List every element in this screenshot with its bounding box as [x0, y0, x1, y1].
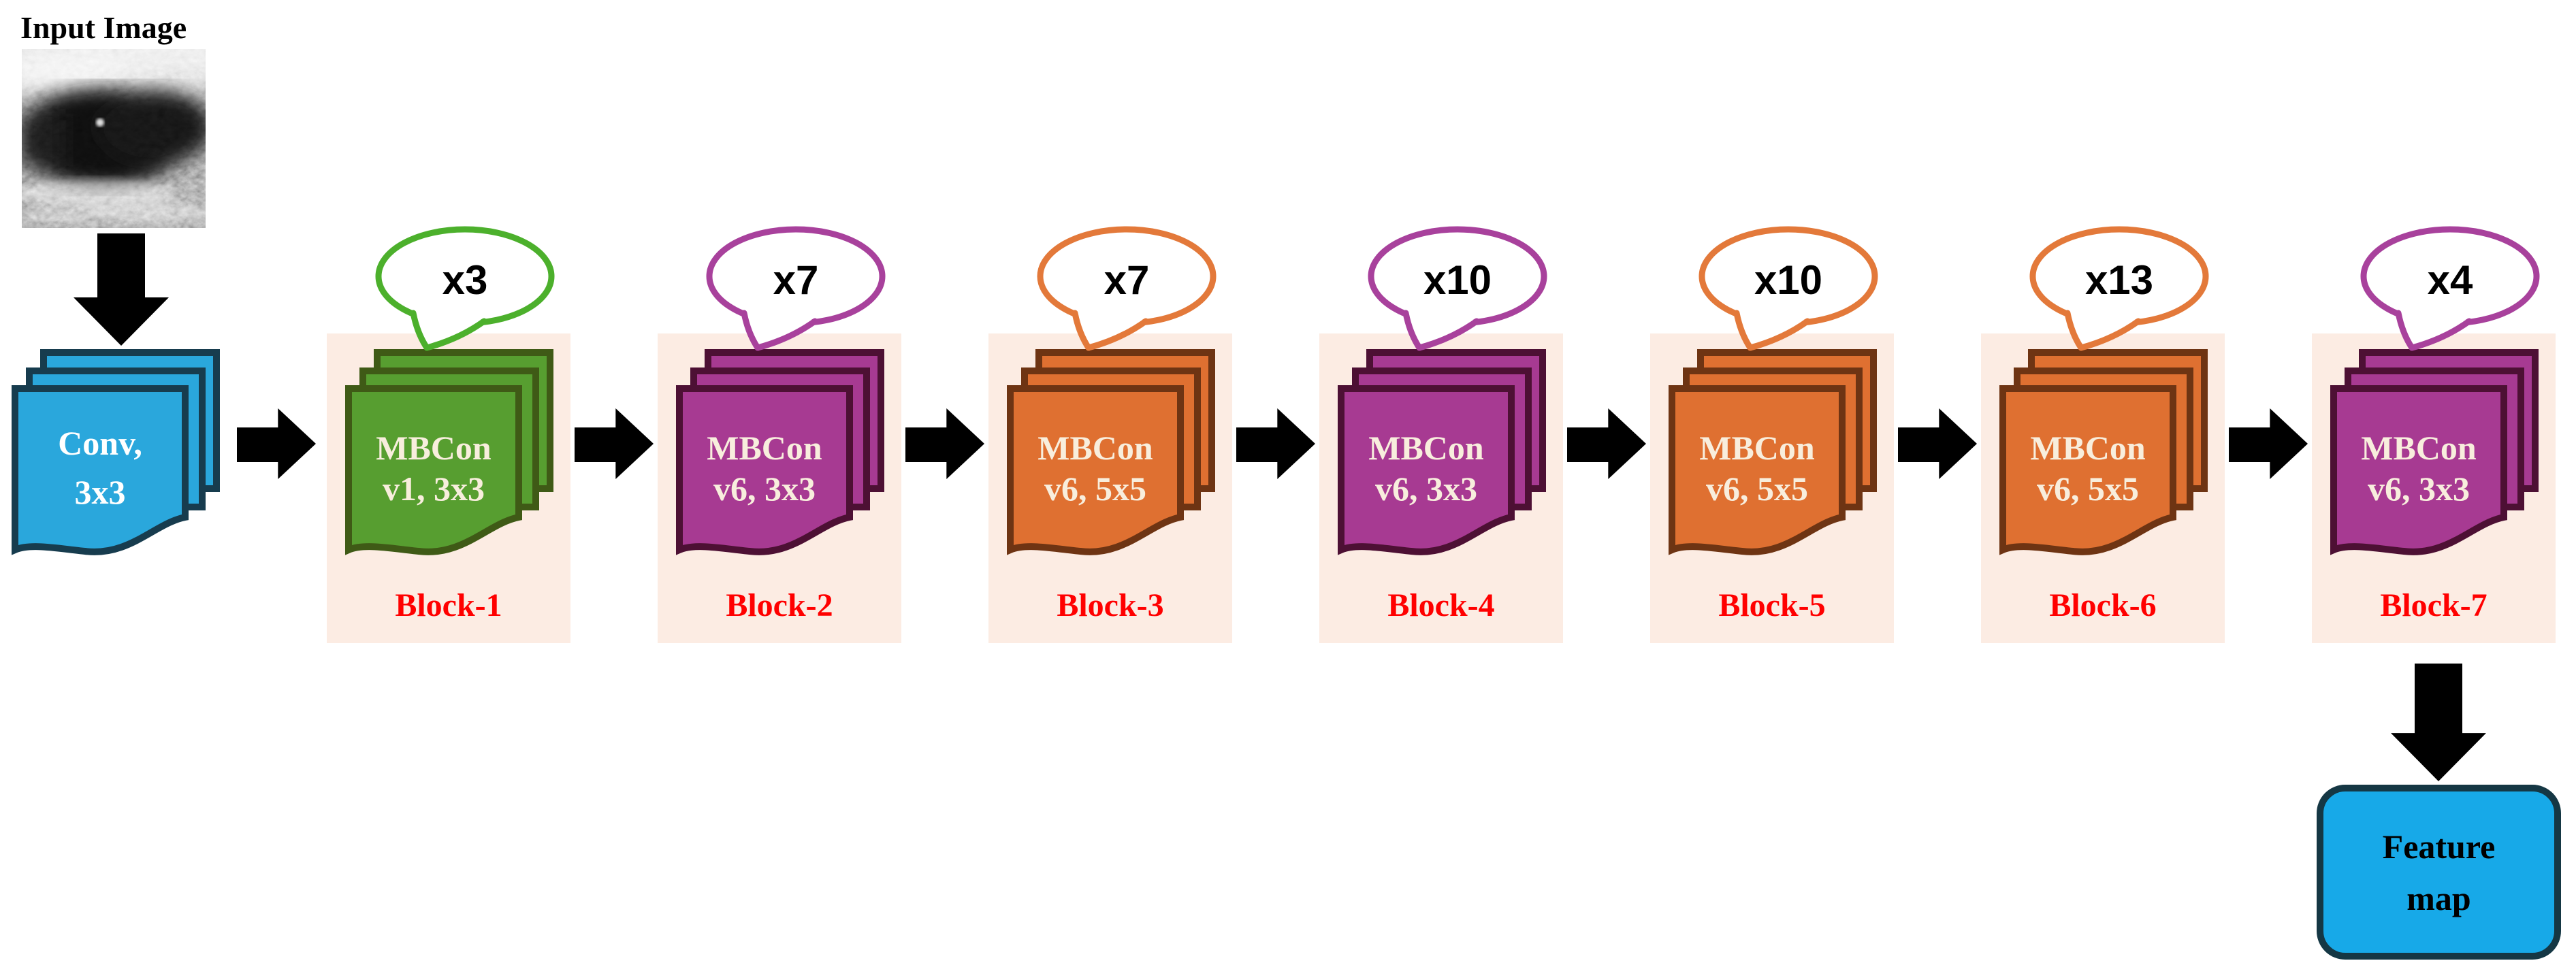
repeat-count: x10	[1423, 257, 1492, 303]
repeat-bubble-icon	[2360, 226, 2540, 351]
repeat-count: x3	[442, 257, 488, 303]
block-label: Block-6	[2049, 587, 2157, 623]
block-label: Block-1	[395, 587, 502, 623]
arrow-right-icon-7	[2229, 408, 2308, 479]
arrow-down-icon-output	[2391, 664, 2486, 781]
repeat-bubble-icon	[375, 226, 555, 351]
repeat-count: x7	[773, 257, 819, 303]
arrow-right-icon-1	[237, 408, 316, 479]
feature-map-box: Feature map	[2317, 785, 2561, 960]
repeat-count: x10	[1754, 257, 1823, 303]
repeat-bubble-icon	[1037, 226, 1217, 351]
conv-label: Conv, 3x3	[58, 424, 142, 511]
feature-map-label-line2: map	[2406, 879, 2471, 917]
ultrasound-input-image	[22, 49, 206, 228]
arrow-right-icon-3	[905, 408, 984, 479]
arrow-right-icon-4	[1236, 408, 1315, 479]
block-label: Block-3	[1057, 587, 1164, 623]
repeat-count: x7	[1104, 257, 1150, 303]
arrow-down-icon-input	[74, 233, 169, 346]
repeat-bubble-icon	[1698, 226, 1878, 351]
input-image-label: Input Image	[20, 10, 187, 45]
arrow-right-icon-6	[1898, 408, 1977, 479]
repeat-count: x13	[2084, 257, 2154, 303]
feature-map-label-line1: Feature	[2382, 827, 2496, 866]
repeat-count: x4	[2427, 257, 2473, 303]
repeat-bubble-icon	[2029, 226, 2209, 351]
repeat-bubble-icon	[706, 226, 886, 351]
repeat-bubble-icon	[1368, 226, 1547, 351]
arrow-right-icon-5	[1567, 408, 1646, 479]
conv-stack: Conv, 3x3	[10, 347, 221, 559]
block-label: Block-7	[2380, 587, 2488, 623]
arrow-right-icon-2	[575, 408, 654, 479]
block-label: Block-5	[1718, 587, 1826, 623]
block-label: Block-4	[1387, 587, 1495, 623]
block-label: Block-2	[726, 587, 833, 623]
